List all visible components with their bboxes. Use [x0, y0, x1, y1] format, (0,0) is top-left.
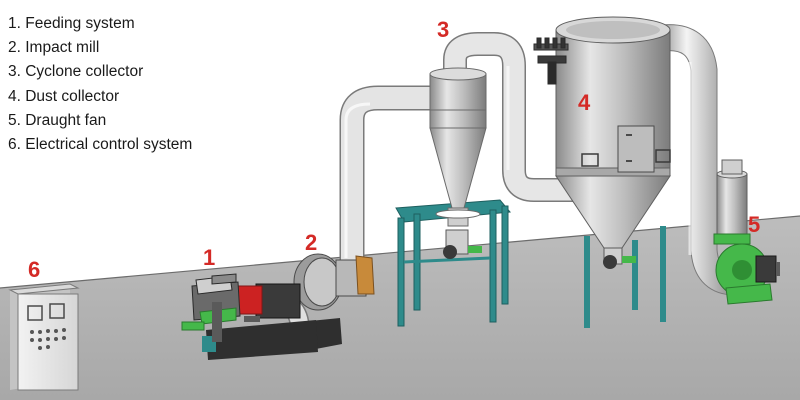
- marker-control-cabinet: 6: [28, 257, 41, 282]
- legend-item-feeding-system: 1. Feeding system: [8, 15, 135, 32]
- marker-impact-mill: 2: [305, 230, 318, 255]
- cyclone-outlet-pipe: [443, 32, 574, 202]
- control-cabinet: [8, 283, 80, 391]
- pulse-valves: [533, 37, 569, 85]
- marker-dust-collector: 4: [578, 90, 591, 115]
- dust-collector: [533, 16, 671, 328]
- legend-item-dust-collector: 4. Dust collector: [8, 87, 120, 105]
- marker-draught-fan: 5: [748, 212, 761, 237]
- cyclone-collector: [429, 67, 487, 259]
- conveying-pipe: [339, 85, 432, 262]
- legend-item-draught-fan: 5. Draught fan: [8, 111, 107, 129]
- marker-cyclone-collector: 3: [437, 17, 450, 42]
- marker-feeding-system: 1: [203, 245, 216, 270]
- draught-fan: [713, 159, 780, 305]
- legend-item-cyclone-collector: 3. Cyclone collector: [8, 63, 144, 81]
- feeding-system: [181, 273, 318, 360]
- legend-item-impact-mill: 2. Impact mill: [8, 39, 100, 57]
- legend-item-electrical-control-system: 6. Electrical control system: [8, 136, 193, 154]
- component-legend: 1. Feeding system 2. Impact mill 3. Cycl…: [8, 12, 192, 157]
- cabinet-buttons: [30, 328, 66, 350]
